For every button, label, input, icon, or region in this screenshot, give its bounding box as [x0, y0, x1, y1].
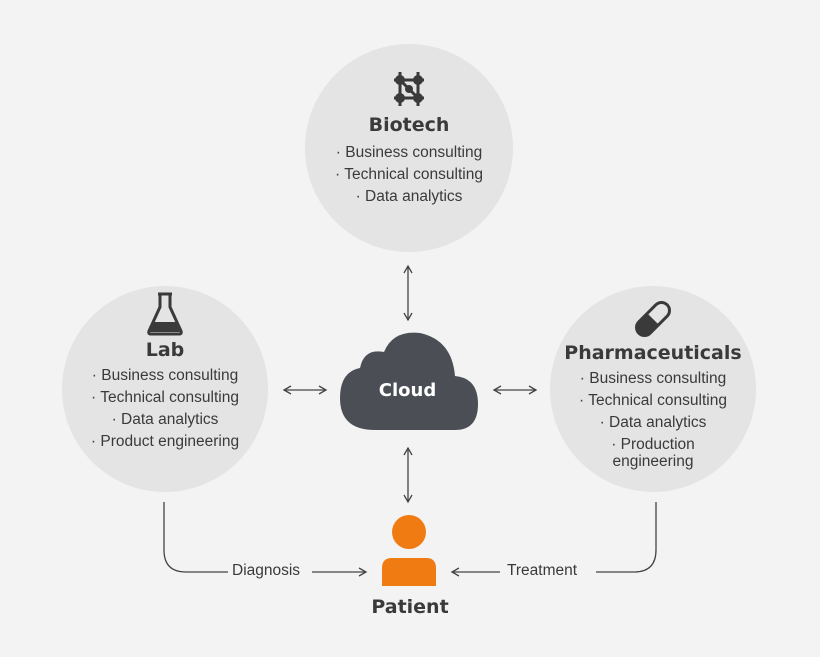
- list-item: Production engineering: [598, 434, 708, 470]
- pharma-title: Pharmaceuticals: [564, 342, 742, 364]
- list-item: Technical consulting: [62, 387, 268, 409]
- person-icon: [382, 558, 436, 586]
- cloud-label: Cloud: [378, 380, 437, 401]
- list-item: Technical consulting: [305, 164, 513, 186]
- list-item: Business consulting: [305, 142, 513, 164]
- treatment-label: Treatment: [503, 562, 582, 580]
- list-item: Data analytics: [62, 409, 268, 431]
- pharma-node: Pharmaceuticals Business consulting Tech…: [550, 286, 756, 492]
- list-item: Product engineering: [62, 431, 268, 453]
- treatment-path: [596, 502, 657, 573]
- person-head-icon: [392, 515, 426, 549]
- diagnosis-path: [163, 502, 228, 573]
- patient-label: Patient: [371, 596, 449, 618]
- diagnosis-label: Diagnosis: [228, 562, 305, 580]
- list-item: Business consulting: [62, 365, 268, 387]
- pharma-services: Business consulting Technical consulting…: [550, 368, 756, 470]
- list-item: Business consulting: [550, 368, 756, 390]
- molecule-icon: [394, 72, 424, 106]
- list-item: Technical consulting: [550, 390, 756, 412]
- lab-title: Lab: [145, 339, 185, 361]
- biotech-title: Biotech: [368, 114, 450, 136]
- list-item: Data analytics: [305, 186, 513, 208]
- flask-icon: [147, 292, 183, 336]
- lab-node: Lab Business consulting Technical consul…: [62, 286, 268, 492]
- list-item: Data analytics: [550, 412, 756, 434]
- lab-services: Business consulting Technical consulting…: [62, 365, 268, 453]
- biotech-node: Biotech Business consulting Technical co…: [305, 44, 513, 252]
- pill-icon: [635, 301, 671, 337]
- cloud-icon: [340, 332, 478, 430]
- biotech-services: Business consulting Technical consulting…: [305, 142, 513, 208]
